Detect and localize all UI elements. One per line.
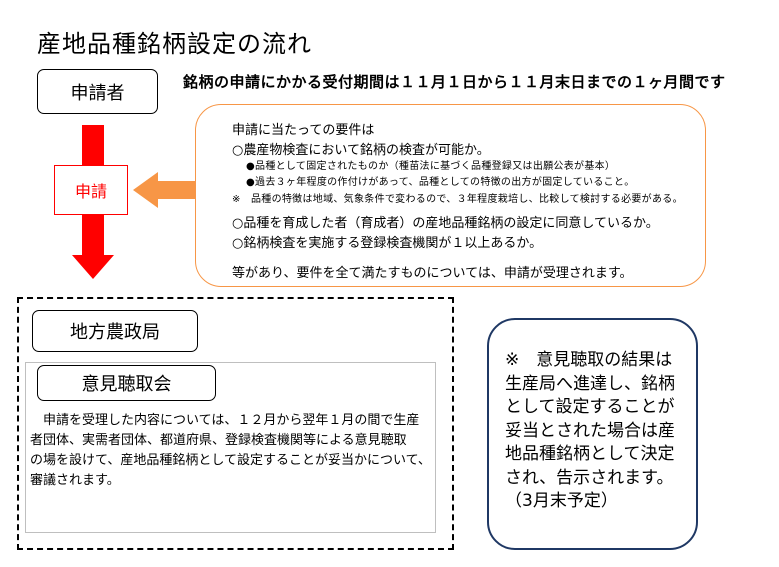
applicant-box: 申請者 [37, 69, 158, 114]
hearing-description: 申請を受理した内容については、１２月から翌年１月の間で生産 者団体、実需者団体、… [30, 411, 431, 491]
hearing-description-line: 者団体、実需者団体、都道府県、登録検査機関等による意見聴取 [30, 433, 407, 448]
result-note-line: され、告示されます。 [505, 467, 674, 488]
regional-office-label: 地方農政局 [70, 322, 160, 343]
regional-office-box: 地方農政局 [32, 310, 198, 352]
requirement-inspection-body: ○銘柄検査を実施する登録検査機関が１以上あるか。 [232, 236, 543, 251]
result-note-box [487, 318, 698, 550]
inspection-note: ※ 品種の特徴は地域、気象条件で変わるので、３年程度栽培し、比較して検討する必要… [232, 194, 683, 205]
regional-process-frame [17, 297, 454, 550]
applicant-label: 申請者 [70, 82, 125, 104]
application-period-notice: 銘柄の申請にかかる受付期間は１１月１日から１１月末日までの１ヶ月間です [183, 73, 726, 91]
requirements-box: 申請に当たっての要件は ○農産物検査において銘柄の検査が可能か。 ●品種として固… [195, 104, 706, 287]
result-note-line: として設定することが [505, 397, 675, 417]
result-note: ※ 意見聴取の結果は 生産局へ進達し、銘柄 として設定することが 妥当とされた場… [505, 349, 675, 514]
hearing-description-line: 審議されます。 [30, 473, 120, 488]
inspection-criterion-cultivation-history: ●過去３ヶ年程度の作付けがあって、品種としての特徴の出方が固定していること。 [246, 177, 635, 188]
slide-title: 産地品種銘柄設定の流れ [37, 30, 312, 58]
requirement-breeder-consent: ○品種を育成した者（育成者）の産地品種銘柄の設定に同意しているか。 [232, 216, 659, 231]
application-box: 申請 [54, 165, 128, 215]
result-note-line: 地品種銘柄として決定 [505, 444, 675, 464]
orange-left-arrow [133, 172, 196, 208]
requirement-inspection-check: ○農産物検査において銘柄の検査が可能か。 [232, 143, 490, 158]
result-note-line: 生産局へ進達し、銘柄 [505, 373, 675, 394]
hearing-description-line: 申請を受理した内容については、１２月から翌年１月の間で生産 [30, 413, 420, 428]
result-note-line: （3月末予定） [505, 491, 618, 511]
requirements-conclusion: 等があり、要件を全て満たすものについては、申請が受理されます。 [232, 266, 633, 281]
inspection-criterion-fixed-variety: ●品種として固定されたものか（種苗法に基づく品種登録又は出願公表が基本） [246, 161, 616, 172]
application-label: 申請 [74, 182, 107, 201]
result-note-line: 妥当とされた場合は産 [505, 420, 675, 441]
hearing-description-line: の場を設けて、産地品種銘柄として設定することが妥当かについて、 [30, 453, 431, 468]
hearing-label: 意見聴取会 [81, 374, 172, 395]
requirements-intro: 申請に当たっての要件は [232, 123, 375, 138]
result-note-line: ※ 意見聴取の結果は [505, 350, 673, 370]
orange-left-arrow-shape [133, 172, 196, 208]
hearing-box: 意見聴取会 [37, 365, 216, 401]
